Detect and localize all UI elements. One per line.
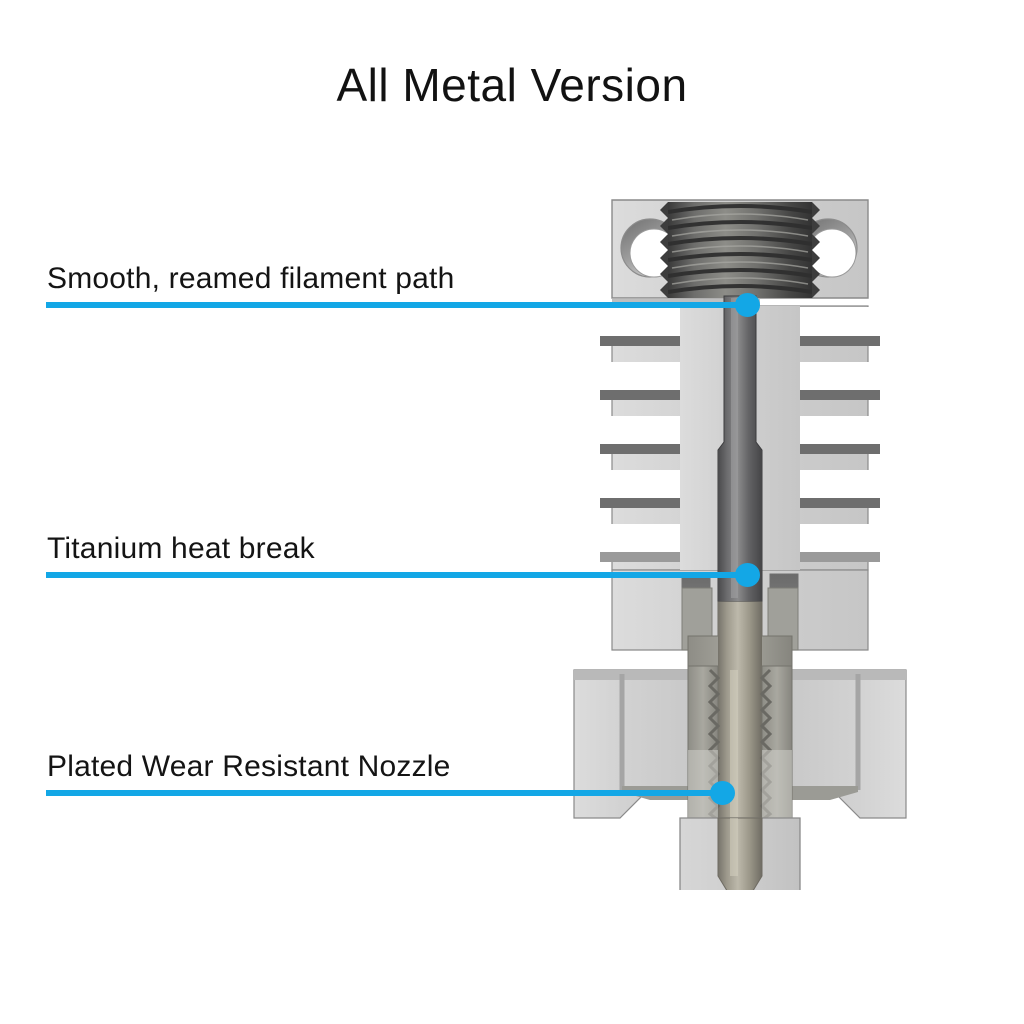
callout-label-nozzle: Plated Wear Resistant Nozzle xyxy=(47,750,451,783)
callout-label-heat-break: Titanium heat break xyxy=(47,532,315,565)
heater-block xyxy=(573,665,907,823)
callout-line-heat-break xyxy=(46,572,746,578)
callout-label-filament-path: Smooth, reamed filament path xyxy=(47,262,455,295)
callout-dot-filament-path xyxy=(735,293,760,317)
nozzle xyxy=(679,817,801,890)
thread-crest-left xyxy=(660,202,668,298)
thread-band xyxy=(668,202,812,298)
heat-break-socket xyxy=(681,587,799,651)
callout-dot-heat-break xyxy=(735,563,760,587)
callout-line-nozzle xyxy=(46,790,724,796)
callout-dot-nozzle xyxy=(710,781,735,805)
thread-crest-right xyxy=(812,202,820,298)
nozzle-bore xyxy=(717,817,763,890)
hotend-cross-section-diagram xyxy=(573,199,907,890)
callout-line-filament-path xyxy=(46,302,746,308)
page-title: All Metal Version xyxy=(336,59,688,111)
threaded-insert xyxy=(660,202,820,298)
filament-path-tube xyxy=(717,295,763,603)
